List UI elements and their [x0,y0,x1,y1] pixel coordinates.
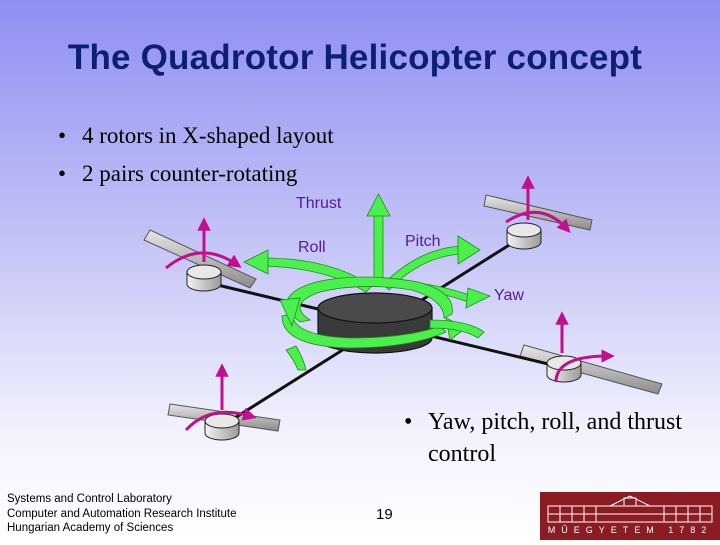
rotor-arrows [165,175,615,432]
building-icon [547,495,713,523]
footer-line: Hungarian Academy of Sciences [7,522,174,534]
bullet-text: 2 pairs counter-rotating [82,161,298,186]
pitch-label: Pitch [405,233,441,250]
rotor-rotation-arrow [554,349,615,383]
bullet-item: • 4 rotors in X-shaped layout [58,120,334,158]
logo-text: MŰEGYETEM 1782 [547,525,713,535]
control-bullet: • Yaw, pitch, roll, and thrust control [404,406,704,470]
rotor-hub-left [204,413,240,441]
yaw-label: Yaw [494,287,524,304]
page-number: 19 [376,506,393,523]
roll-label: Roll [298,239,326,256]
rotor-rotation-arrow [184,407,257,432]
rotor-rotation-arrow [165,251,242,270]
rotor-hub-front-left [186,264,222,292]
bullet-text: 4 rotors in X-shaped layout [82,123,334,148]
yaw-ring [279,276,485,371]
bullet-marker: • [58,161,67,186]
bullet-list: • 4 rotors in X-shaped layout • 2 pairs co… [58,120,334,196]
footer-affiliation: Systems and Control Laboratory Computer … [7,492,237,536]
footer-line: Systems and Control Laboratory [7,493,172,505]
pitch-arrow [382,235,481,291]
university-logo: MŰEGYETEM 1782 [540,492,720,540]
control-arrows [243,193,492,371]
rotor-hub-back-right [506,222,542,250]
bullet-item: • 2 pairs counter-rotating [58,158,334,196]
rotor-rotation-arrow [505,210,571,233]
footer-line: Computer and Automation Research Institu… [7,507,237,520]
bullet-marker: • [404,409,413,435]
slide-title: The Quadrotor Helicopter concept [67,38,643,77]
bullet-text: Yaw, pitch, roll, and thrust control [428,409,682,467]
bullet-marker: • [58,123,67,148]
thrust-label: Thrust [296,195,342,212]
thrust-arrow [366,193,391,285]
